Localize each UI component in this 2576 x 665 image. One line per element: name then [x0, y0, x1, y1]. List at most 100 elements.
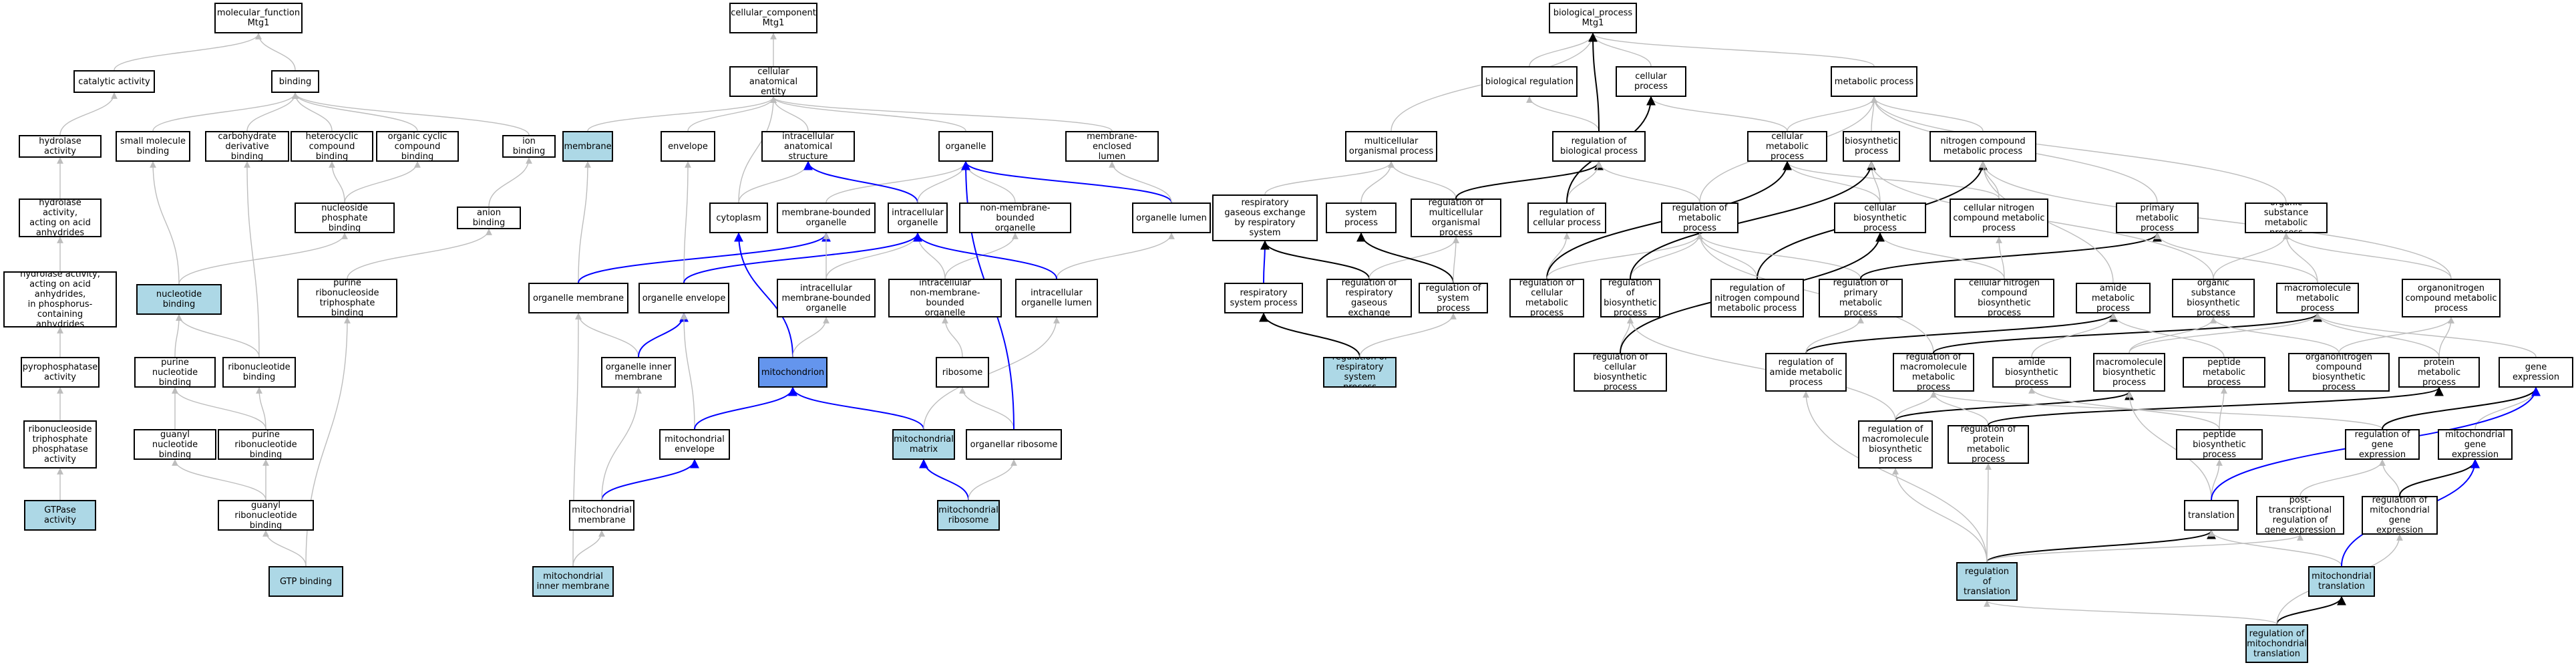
term-node-grnb[interactable]: guanyl ribonucleotide binding: [218, 500, 314, 531]
term-node-sysp[interactable]: system process: [1326, 203, 1397, 233]
term-node-imbo[interactable]: intracellular membrane-bounded organelle: [777, 279, 876, 317]
term-node-hcb[interactable]: heterocyclic compound binding: [291, 131, 373, 162]
term-node-org[interactable]: organelle: [938, 131, 993, 162]
term-node-mproc[interactable]: metabolic process: [1831, 66, 1917, 97]
term-node-rmp[interactable]: regulation of metabolic process: [1661, 203, 1738, 233]
term-node-anb[interactable]: anion binding: [457, 207, 521, 229]
term-node-olum[interactable]: organelle lumen: [1132, 203, 1211, 233]
term-node-bsp[interactable]: biosynthetic process: [1843, 131, 1900, 162]
term-node-mmp[interactable]: macromolecule metabolic process: [2276, 283, 2359, 313]
term-node-breg[interactable]: biological regulation: [1481, 66, 1578, 97]
term-node-ppase[interactable]: pyrophosphatase activity: [21, 357, 100, 388]
term-node-mmat[interactable]: mitochondrial matrix: [892, 429, 955, 460]
term-node-inmbo[interactable]: intracellular non-membrane-bounded organ…: [888, 279, 1002, 317]
term-node-ionb[interactable]: ion binding: [502, 135, 556, 158]
term-node-mf[interactable]: molecular_function Mtg1: [214, 3, 303, 33]
term-node-trans[interactable]: translation: [2184, 500, 2239, 531]
term-node-ncmp[interactable]: nitrogen compound metabolic process: [1929, 131, 2036, 162]
term-node-mbp[interactable]: macromolecule biosynthetic process: [2093, 353, 2165, 392]
term-node-rmmp[interactable]: regulation of macromolecule metabolic pr…: [1893, 353, 1974, 392]
term-node-cae[interactable]: cellular anatomical entity: [729, 66, 817, 97]
term-node-gnb[interactable]: guanyl nucleotide binding: [134, 429, 216, 460]
term-node-rmop[interactable]: regulation of multicellular organismal p…: [1411, 198, 1501, 237]
term-node-ptrge[interactable]: post-transcriptional regulation of gene …: [2256, 496, 2344, 535]
term-node-cbp[interactable]: cellular biosynthetic process: [1834, 203, 1926, 233]
term-node-smb[interactable]: small molecule binding: [116, 131, 190, 162]
term-node-mito[interactable]: mitochondrion: [758, 357, 827, 388]
term-node-mribo[interactable]: mitochondrial ribosome: [937, 500, 1000, 531]
term-node-mge[interactable]: mitochondrial gene expression: [2438, 429, 2513, 460]
term-node-abp[interactable]: amide biosynthetic process: [1992, 357, 2071, 388]
term-node-bind[interactable]: binding: [271, 70, 319, 93]
term-node-rmge[interactable]: regulation of mitochondrial gene express…: [2362, 496, 2438, 535]
term-node-rmbp[interactable]: regulation of macromolecule biosynthetic…: [1858, 420, 1933, 469]
term-node-rmtrans[interactable]: regulation of mitochondrial translation: [2245, 624, 2308, 663]
term-node-rcp[interactable]: regulation of cellular process: [1527, 203, 1606, 233]
term-node-amp[interactable]: amide metabolic process: [2076, 283, 2151, 313]
term-node-pepbp[interactable]: peptide biosynthetic process: [2176, 429, 2263, 460]
term-node-cproc[interactable]: cellular process: [1616, 66, 1686, 97]
term-node-gtpase[interactable]: GTPase activity: [24, 500, 96, 531]
term-node-memb[interactable]: membrane: [562, 131, 613, 162]
term-node-ntb[interactable]: nucleotide binding: [136, 284, 222, 315]
term-node-osmp[interactable]: organic substance metabolic process: [2245, 203, 2328, 233]
term-node-oim[interactable]: organelle inner membrane: [601, 357, 676, 388]
term-node-omem[interactable]: organelle membrane: [528, 283, 628, 313]
term-node-cc[interactable]: cellular_component Mtg1: [729, 3, 817, 33]
term-node-rbp[interactable]: regulation of biological process: [1552, 131, 1646, 162]
term-node-mmem[interactable]: mitochondrial membrane: [569, 500, 634, 531]
term-node-osbp[interactable]: organic substance biosynthetic process: [2172, 279, 2255, 317]
term-node-ramp[interactable]: regulation of amide metabolic process: [1765, 353, 1847, 392]
term-node-nmbo[interactable]: non-membrane-bounded organelle: [959, 203, 1071, 233]
term-node-cncbp[interactable]: cellular nitrogen compound biosynthetic …: [1954, 279, 2054, 317]
term-node-oribo[interactable]: organellar ribosome: [966, 429, 1062, 460]
term-node-cncmp[interactable]: cellular nitrogen compound metabolic pro…: [1950, 198, 2048, 237]
term-node-pepmp[interactable]: peptide metabolic process: [2183, 357, 2265, 388]
term-node-cmp[interactable]: cellular metabolic process: [1747, 131, 1827, 162]
term-node-mim[interactable]: mitochondrial inner membrane: [532, 566, 614, 597]
term-node-oncbp[interactable]: organonitrogen compound biosynthetic pro…: [2288, 353, 2390, 392]
term-node-rrsp[interactable]: regulation of respiratory system process: [1323, 357, 1397, 388]
term-node-rprotmp[interactable]: regulation of protein metabolic process: [1948, 425, 2029, 464]
term-node-prntpb[interactable]: purine ribonucleoside triphosphate bindi…: [297, 279, 397, 317]
term-node-mop[interactable]: multicellular organismal process: [1345, 131, 1437, 162]
term-node-rge[interactable]: respiratory gaseous exchange by respirat…: [1212, 194, 1318, 241]
term-node-prnb[interactable]: purine ribonucleotide binding: [218, 429, 314, 460]
term-node-pmp[interactable]: primary metabolic process: [2116, 203, 2199, 233]
term-node-ge[interactable]: gene expression: [2499, 357, 2573, 388]
term-node-rtrans[interactable]: regulation of translation: [1956, 562, 2018, 601]
term-node-rncmp[interactable]: regulation of nitrogen compound metaboli…: [1710, 279, 1804, 317]
term-node-hyd_acid[interactable]: hydrolase activity, acting on acid anhyd…: [19, 198, 102, 237]
term-node-ias[interactable]: intracellular anatomical structure: [761, 131, 855, 162]
term-node-hyd_phos[interactable]: hydrolase activity, acting on acid anhyd…: [3, 271, 117, 327]
term-node-menv[interactable]: mitochondrial envelope: [659, 429, 730, 460]
term-node-oncmp[interactable]: organonitrogen compound metabolic proces…: [2402, 279, 2501, 317]
term-node-rsysp[interactable]: regulation of system process: [1419, 283, 1488, 313]
term-node-iol[interactable]: intracellular organelle lumen: [1015, 279, 1098, 317]
term-node-rcmp[interactable]: regulation of cellular metabolic process: [1509, 279, 1584, 317]
term-node-cdb[interactable]: carbohydrate derivative binding: [205, 131, 289, 162]
term-node-rge2[interactable]: regulation of gene expression: [2345, 429, 2420, 460]
term-node-rbsp[interactable]: regulation of biosynthetic process: [1600, 279, 1660, 317]
term-node-hyd[interactable]: hydrolase activity: [19, 135, 102, 158]
term-node-protmp[interactable]: protein metabolic process: [2398, 357, 2480, 388]
term-node-mbo[interactable]: membrane-bounded organelle: [777, 203, 876, 233]
term-node-mtrans[interactable]: mitochondrial translation: [2308, 566, 2375, 597]
term-node-rsp[interactable]: respiratory system process: [1224, 283, 1303, 313]
term-node-oenv[interactable]: organelle envelope: [638, 283, 729, 313]
term-node-pnb[interactable]: purine nucleotide binding: [134, 357, 216, 388]
term-node-gtpb[interactable]: GTP binding: [268, 566, 343, 597]
term-node-rnb[interactable]: ribonucleotide binding: [222, 357, 296, 388]
term-node-rrge[interactable]: regulation of respiratory gaseous exchan…: [1326, 279, 1412, 317]
term-node-mel[interactable]: membrane-enclosed lumen: [1065, 131, 1159, 162]
term-node-io[interactable]: intracellular organelle: [888, 203, 948, 233]
term-node-cyto[interactable]: cytoplasm: [709, 203, 768, 233]
term-node-nspb[interactable]: nucleoside phosphate binding: [295, 203, 395, 233]
term-node-rcbp[interactable]: regulation of cellular biosynthetic proc…: [1574, 353, 1667, 392]
term-node-ribo[interactable]: ribosome: [936, 357, 989, 388]
term-node-rpmp[interactable]: regulation of primary metabolic process: [1819, 279, 1903, 317]
term-node-bp[interactable]: biological_process Mtg1: [1549, 3, 1637, 33]
term-node-occb[interactable]: organic cyclic compound binding: [376, 131, 459, 162]
term-node-rntp[interactable]: ribonucleoside triphosphate phosphatase …: [23, 420, 97, 469]
term-node-env[interactable]: envelope: [661, 131, 715, 162]
